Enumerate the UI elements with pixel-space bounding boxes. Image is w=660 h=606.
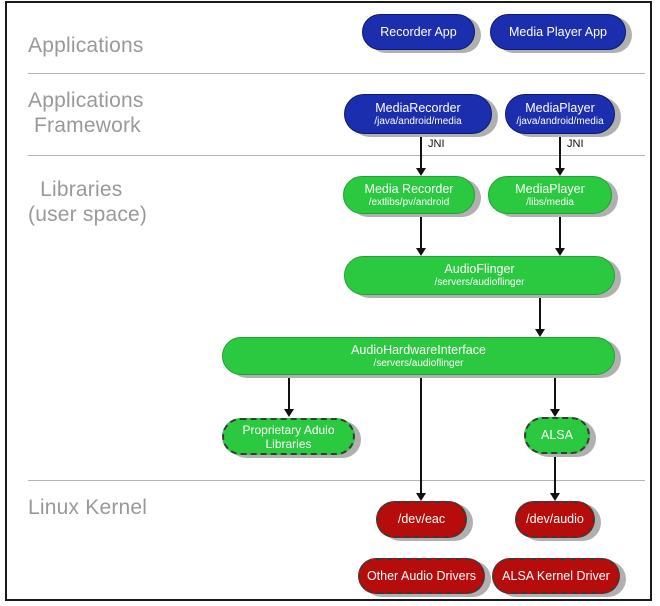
node-audiohardwareinterface-path: /servers/audioflinger <box>373 357 464 369</box>
arrowhead-ahi-to-dev-eac <box>416 493 426 501</box>
node-audioflinger[interactable]: AudioFlinger /servers/audioflinger <box>344 256 615 295</box>
node-media-recorder-lib-title: Media Recorder <box>364 181 454 196</box>
node-audioflinger-title: AudioFlinger <box>444 262 515 276</box>
edge-alsa-to-dev-audio <box>554 455 556 495</box>
edge-ahi-to-proprietary-libs <box>288 375 290 411</box>
arrowhead-mediaplayerlib-to-audioflinger <box>555 248 565 256</box>
node-dev-audio-title: /dev/audio <box>526 512 584 526</box>
node-media-recorder-lib-path: /extlibs/pv/android <box>368 196 450 208</box>
node-recorder-app-title: Recorder App <box>380 24 457 39</box>
node-dev-eac-title: /dev/eac <box>397 512 446 526</box>
edge-mediarecorderlib-to-audioflinger <box>420 213 422 250</box>
node-alsa-kernel-driver[interactable]: ALSA Kernel Driver <box>492 558 620 594</box>
arrowhead-ahi-to-alsa <box>550 409 560 417</box>
node-media-recorder-lib[interactable]: Media Recorder /extlibs/pv/android <box>343 176 475 214</box>
node-mediaplayer-lib[interactable]: MediaPlayer /libs/media <box>488 176 612 214</box>
layer-label-applications: Applications <box>28 34 144 57</box>
node-proprietary-audio-libraries-title: Proprietary Aduio <box>242 422 335 437</box>
layer-label-linux-kernel: Linux Kernel <box>28 496 148 519</box>
node-media-player-app-title: Media Player App <box>509 24 607 39</box>
node-mediarecorder-framework[interactable]: MediaRecorder /java/android/media <box>344 94 492 134</box>
arrowhead-audioflinger-to-audiohardwareinterface <box>535 329 545 337</box>
node-dev-eac[interactable]: /dev/eac <box>376 501 467 538</box>
edge-ahi-to-alsa <box>554 375 556 411</box>
node-mediarecorder-framework-title: MediaRecorder <box>375 100 461 115</box>
layer-label-libraries: Libraries (user space) <box>28 178 148 226</box>
node-other-audio-drivers-title: Other Audio Drivers <box>366 568 477 583</box>
separator-applications <box>28 73 645 74</box>
separator-linux-kernel <box>28 480 645 481</box>
arrowhead-alsa-to-dev-audio <box>550 493 560 501</box>
edge-mediaplayer-to-lib <box>559 137 561 170</box>
edge-audioflinger-to-audiohardwareinterface <box>539 295 541 331</box>
node-recorder-app[interactable]: Recorder App <box>362 14 475 50</box>
edge-ahi-to-dev-eac <box>420 375 422 495</box>
arrowhead-mediaplayer-to-lib <box>555 168 565 176</box>
edge-mediarecorder-to-lib <box>420 137 422 170</box>
node-mediaplayer-lib-title: MediaPlayer <box>515 181 585 196</box>
node-other-audio-drivers[interactable]: Other Audio Drivers <box>358 558 485 594</box>
arrowhead-ahi-to-proprietary-libs <box>284 409 294 417</box>
edge-label-jni-recorder: JNI <box>428 138 445 150</box>
node-alsa-title: ALSA <box>541 428 573 442</box>
diagram-frame <box>5 1 652 601</box>
node-alsa-kernel-driver-title: ALSA Kernel Driver <box>502 568 610 583</box>
node-media-player-app[interactable]: Media Player App <box>490 14 626 50</box>
node-mediarecorder-framework-path: /java/android/media <box>374 115 462 127</box>
arrowhead-mediarecorderlib-to-audioflinger <box>416 248 426 256</box>
node-mediaplayer-lib-path: /libs/media <box>526 196 574 208</box>
edge-mediaplayerlib-to-audioflinger <box>559 213 561 250</box>
layer-label-applications-framework: Applications Framework <box>28 89 144 137</box>
node-dev-audio[interactable]: /dev/audio <box>515 501 595 538</box>
arrowhead-mediarecorder-to-lib <box>416 168 426 176</box>
node-mediaplayer-framework-path: /java/android/media <box>516 115 604 127</box>
node-proprietary-audio-libraries[interactable]: Proprietary Aduio Libraries <box>222 418 355 455</box>
node-audioflinger-path: /servers/audioflinger <box>434 277 525 288</box>
edge-label-jni-player: JNI <box>567 138 584 150</box>
separator-framework <box>28 155 645 156</box>
node-proprietary-audio-libraries-subtitle: Libraries <box>265 436 312 451</box>
node-mediaplayer-framework[interactable]: MediaPlayer /java/android/media <box>505 94 615 134</box>
node-mediaplayer-framework-title: MediaPlayer <box>525 100 595 115</box>
node-alsa[interactable]: ALSA <box>524 417 590 454</box>
node-audiohardwareinterface[interactable]: AudioHardwareInterface /servers/audiofli… <box>222 337 615 375</box>
node-audiohardwareinterface-title: AudioHardwareInterface <box>351 342 486 357</box>
